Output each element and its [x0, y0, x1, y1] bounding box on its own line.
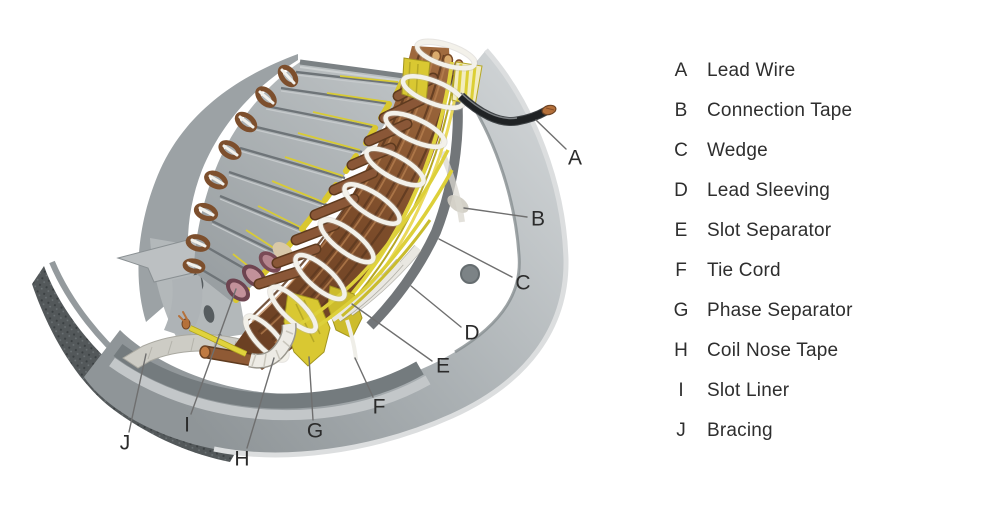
legend-key: A — [674, 60, 688, 81]
legend-label: Bracing — [707, 420, 773, 441]
lead-sleeving-tubes — [299, 149, 454, 332]
legend-label: Slot Separator — [707, 220, 832, 241]
legend-row: E Slot Separator — [668, 211, 988, 251]
legend-key: D — [674, 180, 688, 201]
callout-line-E — [351, 303, 433, 362]
legend-row: C Wedge — [668, 131, 988, 171]
legend-key: J — [676, 420, 686, 441]
callout-line-J — [128, 353, 147, 433]
legend-label: Lead Wire — [707, 60, 796, 81]
callout-letter-F: F — [373, 396, 386, 419]
callout-letter-J: J — [120, 432, 131, 455]
legend-label: Tie Cord — [707, 260, 781, 281]
legend-key: G — [673, 300, 689, 321]
tie-cord-rings — [242, 38, 478, 363]
callout-line-F — [354, 357, 374, 398]
legend-row: A Lead Wire — [668, 51, 988, 91]
callout-line-C — [438, 238, 513, 278]
legend-label: Phase Separator — [707, 300, 853, 321]
legend-label: Coil Nose Tape — [707, 340, 839, 361]
legend-label: Slot Liner — [707, 380, 790, 401]
callout-line-A — [535, 119, 567, 150]
legend-row: H Coil Nose Tape — [668, 331, 988, 371]
callout-letter-A: A — [568, 147, 582, 170]
legend-key: E — [674, 220, 688, 241]
callout-line-G — [308, 356, 314, 421]
callout-letter-H: H — [234, 448, 249, 471]
back-coil-loops — [182, 64, 299, 274]
callouts: A B C DE F G H I J — [120, 119, 582, 471]
callout-letter-I: I — [184, 414, 190, 437]
legend-row: B Connection Tape — [668, 91, 988, 131]
callout-letter-B: B — [531, 208, 545, 231]
legend-key: H — [674, 340, 688, 361]
legend-row: G Phase Separator — [668, 291, 988, 331]
callout-letter-G: G — [307, 420, 323, 443]
callout-letter-D: D — [464, 322, 479, 345]
callout-letter-E: E — [436, 355, 450, 378]
legend-row: D Lead Sleeving — [668, 171, 988, 211]
coil-nose-tape — [178, 311, 297, 369]
legend-label: Lead Sleeving — [707, 180, 831, 201]
hanging-tie-cord — [345, 319, 358, 361]
callout-letter-C: C — [515, 272, 530, 295]
callout-line-I — [190, 288, 237, 415]
callout-line-H — [246, 357, 275, 449]
legend-row: F Tie Cord — [668, 251, 988, 291]
legend-label: Wedge — [707, 140, 768, 161]
legend-key: C — [674, 140, 688, 161]
lead-wires — [457, 92, 557, 126]
legend-key: I — [678, 380, 684, 401]
callout-line-D — [410, 285, 462, 328]
legend-row: J Bracing — [668, 411, 988, 451]
legend-label: Connection Tape — [707, 100, 853, 121]
legend-key: F — [675, 260, 687, 281]
mounting-hole — [460, 264, 480, 284]
callout-line-B — [463, 207, 528, 218]
legend-row: I Slot Liner — [668, 371, 988, 411]
legend-key: B — [674, 100, 688, 121]
slot-liner-yellow-lines — [232, 75, 399, 281]
legend: A Lead Wire B Connection Tape C Wedge D … — [668, 51, 988, 451]
